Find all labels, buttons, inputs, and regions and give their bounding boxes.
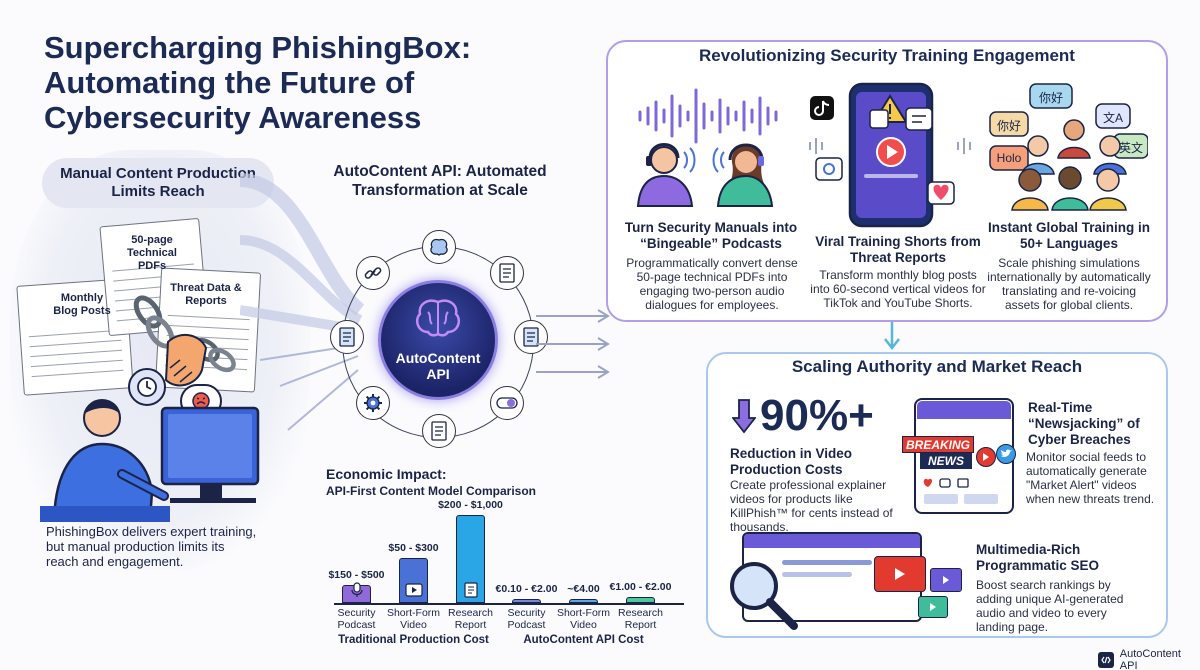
left-caption: PhishingBox delivers expert training, bu… [46,524,257,569]
stat-value: 90%+ [760,391,874,440]
page-title: Supercharging PhishingBox: Automating th… [44,30,472,135]
card-shorts-body: Transform monthly blog posts into 60-sec… [810,268,986,310]
document-bottom-node-icon [422,414,456,448]
card-languages-body: Scale phishing simulations international… [987,256,1151,312]
toggle-node-icon [490,386,524,420]
stat-title: Reduction in Video Production Costs [730,446,853,477]
link-node-icon [356,256,390,290]
play-icon [976,447,996,467]
code-icon [1098,652,1114,668]
bar-value-label-1-2: €1.00 - €2.00 [609,581,672,594]
brain-node-icon [422,230,456,264]
bar-1-1 [569,599,598,603]
down-arrow-icon [884,322,900,351]
magnifier-icon [730,562,798,630]
seo-body: Boost search rankings by adding unique A… [976,578,1124,634]
document-left-node-icon [330,320,364,354]
tablet-top-bar [917,401,1011,419]
down-arrow-stat-icon [732,399,756,434]
document-node-icon [490,256,524,290]
category-label-1-1: Short-Form Video [556,607,611,631]
bar-value-label-0-2: $200 - $1,000 [438,499,503,511]
category-label-0-2: Research Report [448,607,493,631]
group-label-0: Traditional Production Cost [338,634,489,646]
video-thumb-2-icon [930,568,962,592]
global-languages-illustration [989,83,1148,211]
bar-value-label-0-0: $150 - $500 [328,569,385,582]
card-languages-title: Instant Global Training in 50+ Languages [987,220,1150,251]
category-label-0-0: Security Podcast [337,607,376,631]
hub-output-arrows [536,309,610,379]
category-label-0-1: Short-Form Video [386,607,441,631]
broken-chain-icon [133,295,236,387]
phone-video-icon [809,82,971,228]
news-banner: NEWS [920,453,972,469]
news-body: Monitor social feeds to automatically ge… [1026,450,1155,506]
card-shorts-title: Viral Training Shorts from Threat Report… [815,234,981,265]
document-blue-node-icon [514,320,548,354]
stat-body: Create professional explainer videos for… [730,478,893,534]
footer-brand: AutoContent API [1098,648,1200,670]
card-podcasts-body: Programmatically convert dense 50-page t… [626,256,798,312]
bar-value-label-0-1: $50 - $300 [388,542,439,555]
language-bubble-4: 英文 [1118,141,1143,155]
brain-icon [416,299,460,337]
engagement-heading: Revolutionizing Security Training Engage… [699,46,1075,65]
label-blog-posts: Monthly Blog Posts [53,292,111,317]
bar-icon-0 [342,579,371,601]
person-at-computer-icon [40,399,260,522]
clock-icon [128,368,166,406]
video-thumb-3-icon [918,596,948,618]
label-technical-pdfs: 50-page Technical PDFs [127,234,177,272]
bar-value-label-1-1: ~€4.00 [567,583,600,595]
bar-1-0 [512,599,541,603]
engagement-icons [923,478,998,504]
language-bubble-3: 你好 [996,119,1021,133]
video-thumb-1-icon [874,556,926,592]
news-title: Real-Time “Newsjacking” of Cyber Breache… [1028,400,1140,447]
language-bubble-2: 文A [1102,111,1123,125]
authority-heading: Scaling Authority and Market Reach [791,357,1083,376]
footer-brand-label: AutoContent API [1119,648,1181,670]
language-bubble-5: Holo [996,151,1022,165]
bar-icon-1 [399,579,428,601]
group-label-1: AutoContent API Cost [523,634,644,646]
card-podcasts-title: Turn Security Manuals into “Bingeable” P… [624,220,798,251]
chart-subtitle: API-First Content Model Comparison [326,484,536,498]
language-bubble-1: 你好 [1038,91,1063,105]
breaking-banner: BREAKING [902,436,974,453]
hub-heading: AutoContent API: Automated Transformatio… [333,163,547,199]
gear-node-icon [356,386,390,420]
chart-title: Economic Impact: [326,466,447,482]
bar-icon-2 [456,579,485,601]
chart-baseline [334,603,684,605]
manual-limits-pill: Manual Content Production Limits Reach [42,158,274,208]
podcast-illustration-icon [636,88,778,207]
browser-line-2 [782,572,852,577]
social-bird-icon [996,444,1016,464]
autocontent-hub [378,280,498,400]
browser-top-bar [744,534,920,548]
label-threat-data: Threat Data & Reports [170,282,242,307]
seo-title: Multimedia-Rich Programmatic SEO [976,542,1100,573]
category-label-1-0: Security Podcast [507,607,546,631]
browser-line-1 [782,560,872,565]
bar-1-2 [626,597,655,603]
bar-value-label-1-0: €0.10 - €2.00 [495,583,558,595]
hub-label: AutoContent API [395,350,481,382]
category-label-1-2: Research Report [618,607,663,631]
